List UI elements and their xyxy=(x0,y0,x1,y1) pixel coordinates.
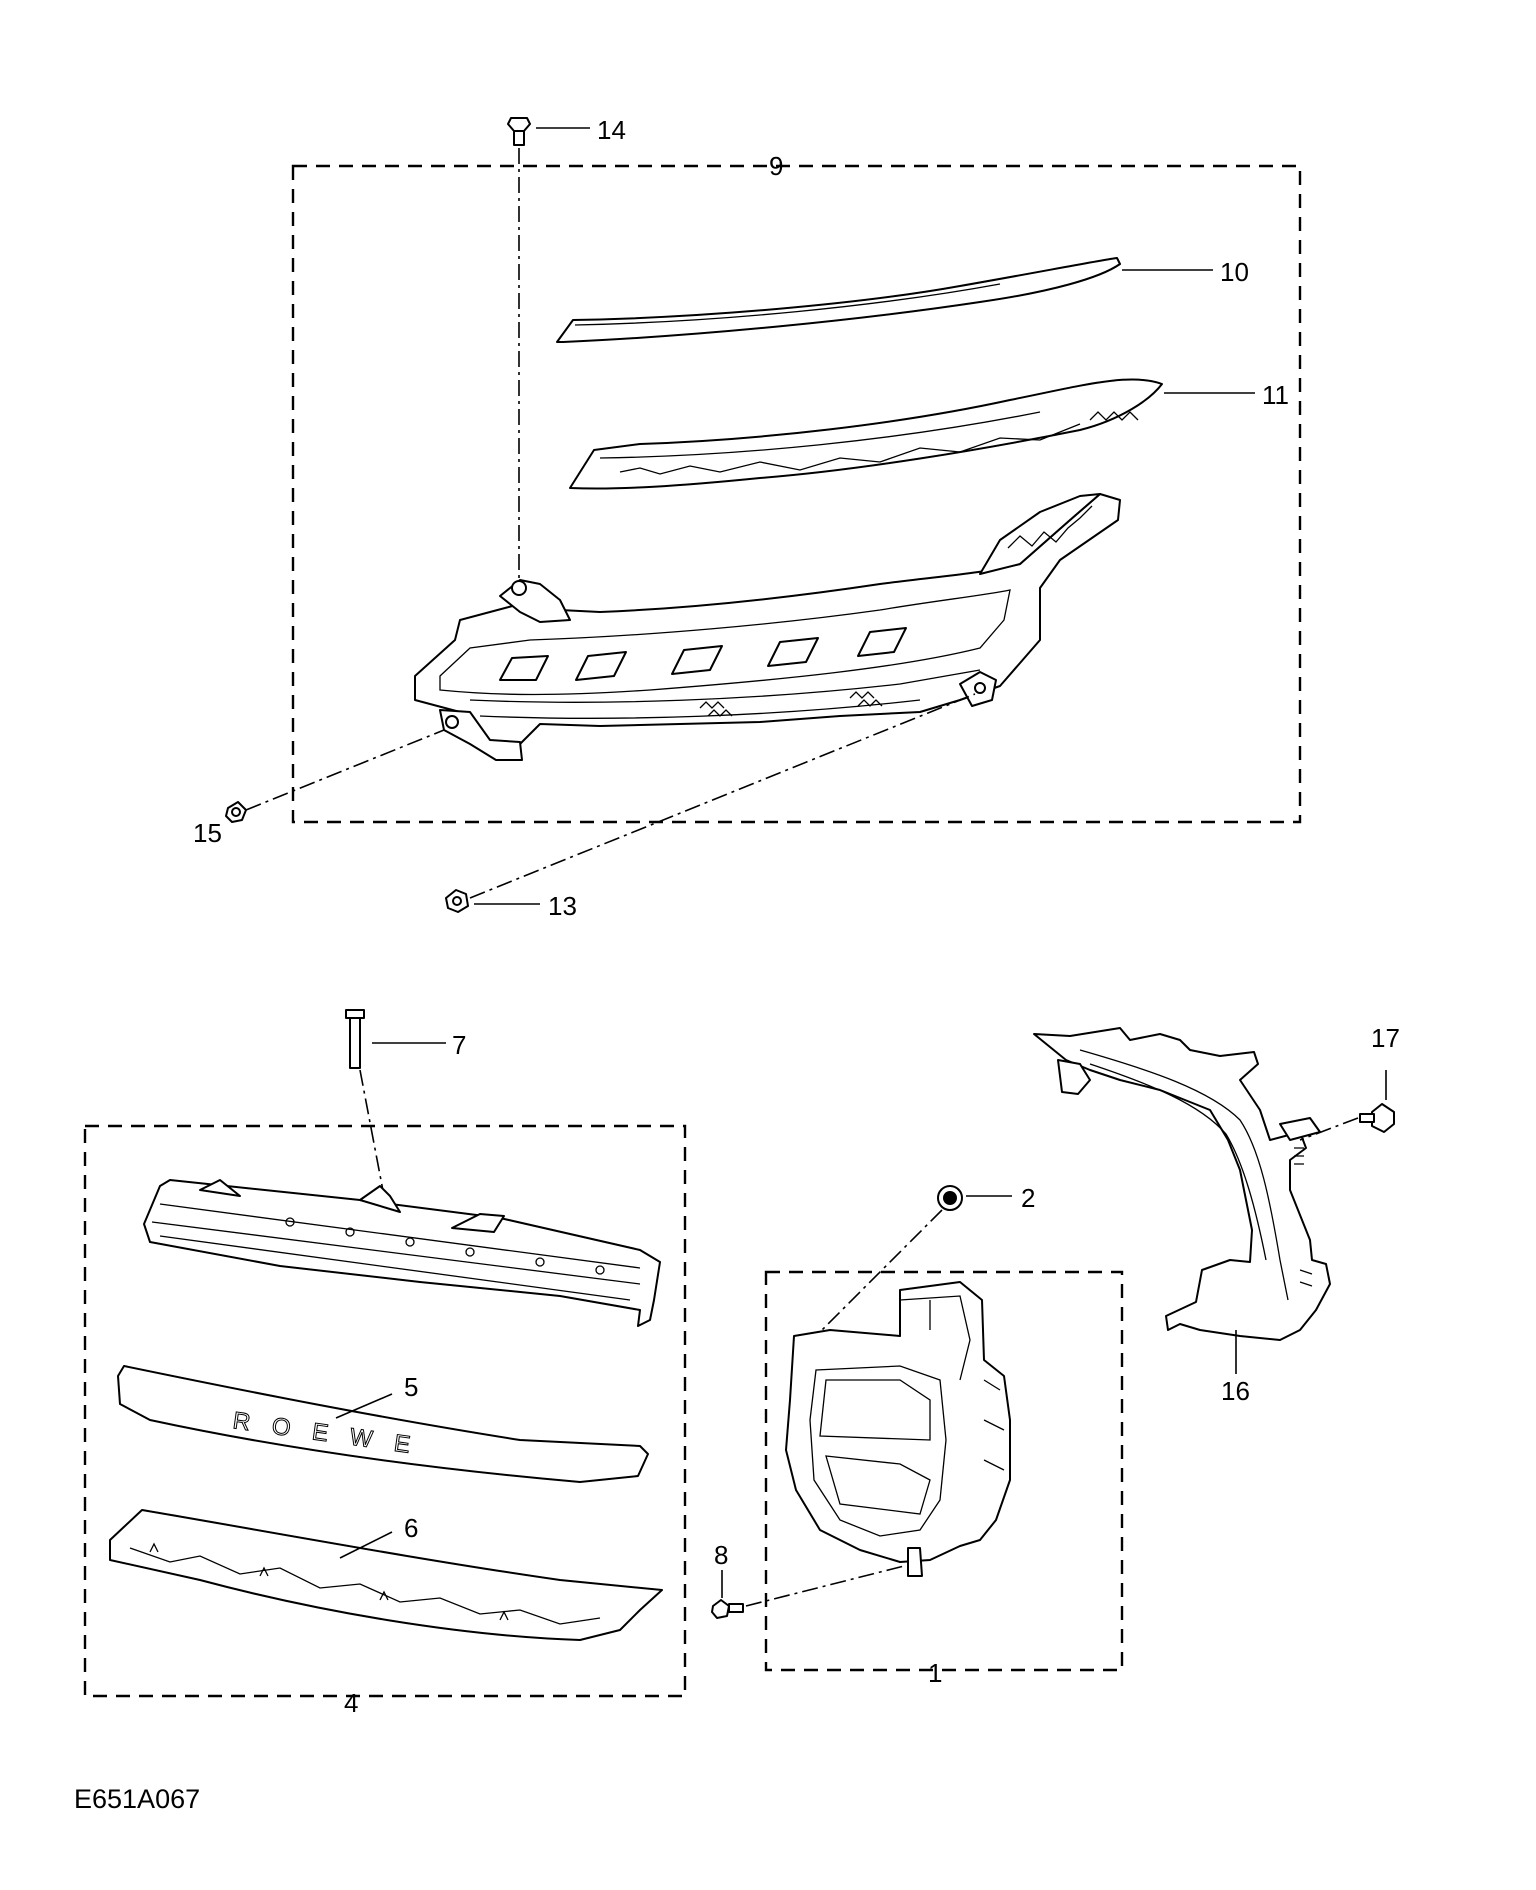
drl-lamp-housing xyxy=(414,493,1121,761)
figure-reference: E651A067 xyxy=(74,1784,200,1814)
axis-clip-17 xyxy=(1299,1117,1359,1141)
label-17: 17 xyxy=(1371,1023,1400,1053)
trim-strip-10 xyxy=(556,257,1121,343)
label-16: 16 xyxy=(1221,1376,1250,1406)
bolt-7 xyxy=(345,1009,365,1069)
bolt-14 xyxy=(507,117,531,146)
label-1: 1 xyxy=(928,1658,942,1688)
bolt-8 xyxy=(711,1599,744,1619)
clip-2 xyxy=(937,1185,963,1211)
leader-5 xyxy=(335,1393,393,1419)
axis-bolt-7 xyxy=(359,1069,385,1197)
label-10: 10 xyxy=(1220,257,1249,287)
assembly-4-boundary xyxy=(83,1124,687,1698)
axis-bolt-15 xyxy=(245,729,445,811)
label-14: 14 xyxy=(597,115,626,145)
clip-17 xyxy=(1359,1103,1395,1133)
fog-lamp-housing xyxy=(785,1281,1011,1577)
grille-frame xyxy=(143,1179,661,1327)
grille-carrier-6 xyxy=(109,1509,663,1641)
label-9: 9 xyxy=(769,151,783,181)
label-4: 4 xyxy=(344,1688,358,1718)
label-5: 5 xyxy=(404,1372,418,1402)
label-13: 13 xyxy=(548,891,577,921)
axis-bolt-13 xyxy=(469,693,976,899)
leader-6 xyxy=(339,1531,393,1559)
label-8: 8 xyxy=(714,1540,728,1570)
label-11: 11 xyxy=(1262,380,1289,410)
assembly-9-boundary xyxy=(291,164,1302,824)
bolt-13 xyxy=(445,889,469,913)
label-7: 7 xyxy=(452,1030,466,1060)
badge-strip-5: ROEWE xyxy=(117,1365,649,1483)
side-bracket-16 xyxy=(1033,1027,1331,1341)
bolt-15 xyxy=(225,801,247,823)
label-2: 2 xyxy=(1021,1183,1035,1213)
trim-bracket-11 xyxy=(569,378,1163,490)
label-6: 6 xyxy=(404,1513,418,1543)
axis-bolt-8 xyxy=(745,1565,905,1607)
label-15: 15 xyxy=(193,818,222,848)
assembly-1-boundary xyxy=(764,1270,1124,1672)
